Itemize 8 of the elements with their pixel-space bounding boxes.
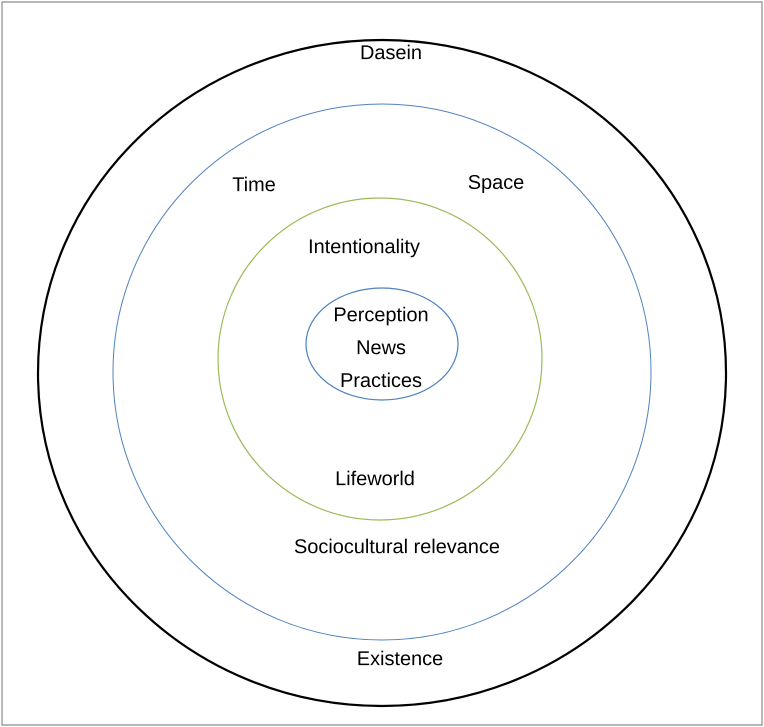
circle-label: Space	[468, 174, 524, 194]
circle-label: Lifeworld	[336, 470, 414, 486]
circle-label: Dasein	[362, 44, 421, 60]
circle-label: Sociocultural relevance	[294, 538, 500, 554]
circle-label: Intentionality	[310, 238, 420, 258]
circle-label: Perception News Practices	[335, 306, 428, 388]
circle-label: Existence	[358, 650, 442, 666]
circle-label: Time	[232, 176, 275, 192]
